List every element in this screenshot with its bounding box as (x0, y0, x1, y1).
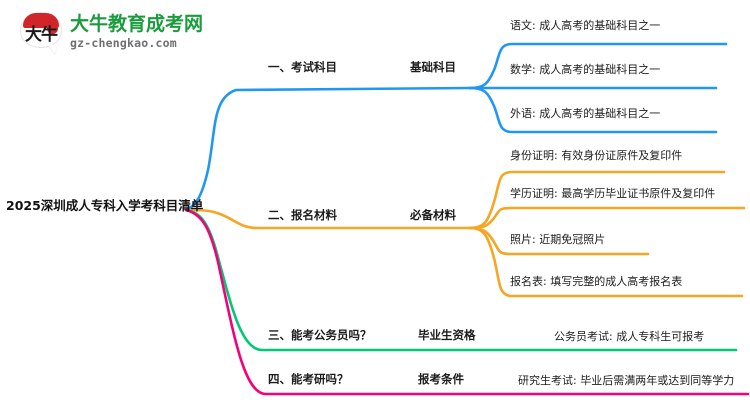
branch-4-label[interactable]: 四、能考研吗？ (268, 372, 349, 386)
branch-2-leaf-3[interactable]: 照片: 近期免冠照片 (510, 233, 606, 246)
logo-site-name: 大牛教育成考网 (70, 12, 204, 35)
branch-1-wire (184, 42, 728, 212)
branch-4-category[interactable]: 报考条件 (418, 372, 464, 386)
branch-1-leaf-3[interactable]: 外语: 成人高考的基础科目之一 (510, 107, 661, 120)
root-node-label[interactable]: 2025深圳成人专科入学考科目清单 (6, 198, 204, 213)
logo-domain: gz-chengkao.com (70, 35, 177, 50)
logo-bull-icon: 大牛 (18, 10, 64, 54)
branch-2-category[interactable]: 必备材料 (410, 208, 456, 222)
site-logo[interactable]: 大牛 大牛教育成考网 gz-chengkao.com (18, 8, 208, 56)
branch-1-leaf-2[interactable]: 数学: 成人高考的基础科目之一 (510, 63, 661, 76)
branch-4-wire (184, 208, 750, 396)
branch-3-category[interactable]: 毕业生资格 (418, 328, 476, 342)
branch-3-label[interactable]: 三、能考公务员吗？ (268, 328, 372, 342)
branch-2-leaf-2[interactable]: 学历证明: 最高学历毕业证书原件及复印件 (510, 187, 716, 200)
branch-2-leaf-1[interactable]: 身份证明: 有效身份证原件及复印件 (510, 149, 683, 162)
branch-1-label[interactable]: 一、考试科目 (268, 60, 337, 74)
branch-2-wire (184, 170, 746, 298)
branch-2-leaf-4[interactable]: 报名表: 填写完整的成人高考报名表 (510, 275, 683, 288)
branch-1-leaf-1[interactable]: 语文: 成人高考的基础科目之一 (510, 19, 661, 32)
logo-mark-text: 大牛 (25, 25, 58, 45)
branch-4-leaf-1[interactable]: 研究生考试: 毕业后需满两年或达到同等学力 (518, 374, 735, 387)
branch-3-leaf-1[interactable]: 公务员考试: 成人专科生可报考 (554, 330, 705, 343)
branch-2-label[interactable]: 二、报名材料 (268, 208, 337, 222)
branch-1-category[interactable]: 基础科目 (410, 60, 456, 74)
